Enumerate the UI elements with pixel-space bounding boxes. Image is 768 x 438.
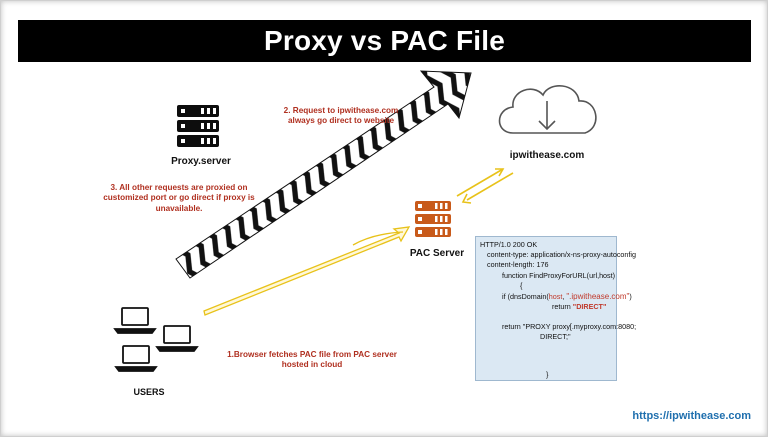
code-if-host: host bbox=[548, 292, 563, 302]
proxy-server-icon bbox=[177, 105, 219, 147]
pac-cloud-arrows bbox=[456, 168, 514, 204]
cloud-icon bbox=[498, 85, 597, 134]
users-icon bbox=[113, 307, 199, 372]
page-title: Proxy vs PAC File bbox=[264, 25, 505, 56]
code-open-brace: { bbox=[520, 280, 523, 290]
pac-file-response: HTTP/1.0 200 OK content-type: applicatio… bbox=[475, 236, 637, 381]
code-if-domain: ".ipwithease.com" bbox=[566, 292, 630, 302]
code-return-direct-line: return "DIRECT" bbox=[480, 302, 612, 312]
code-return-prefix: return bbox=[552, 302, 573, 312]
fetch-pac-arrow bbox=[203, 226, 411, 316]
code-proxy-line-1: return "PROXY proxy[.myproxy.com:8080; bbox=[502, 321, 637, 331]
code-function-decl: function FindProxyForURL(url,host) bbox=[502, 270, 616, 280]
direct-route-arrow bbox=[175, 70, 472, 279]
code-proxy-line-2: DIRECT;" bbox=[540, 331, 571, 341]
code-content-length: content-length: 176 bbox=[487, 260, 549, 270]
website-credit[interactable]: https://ipwithease.com bbox=[632, 410, 751, 422]
code-if-sep: , bbox=[562, 292, 567, 302]
pac-server-icon bbox=[415, 201, 451, 237]
label-cloud: ipwithease.com bbox=[509, 150, 585, 161]
title-banner: Proxy vs PAC File bbox=[18, 20, 751, 62]
code-return-direct: "DIRECT" bbox=[572, 302, 607, 312]
code-if-line: if (dnsDomain(host, ".ipwithease.com") bbox=[480, 291, 632, 302]
code-if-suffix: ) bbox=[629, 292, 632, 302]
code-if-prefix: if (dnsDomain( bbox=[502, 292, 549, 302]
label-fetch-pac: 1.Browser fetches PAC file from PAC serv… bbox=[227, 350, 397, 370]
code-status: HTTP/1.0 200 OK bbox=[480, 240, 538, 249]
label-proxy-server: Proxy.server bbox=[171, 156, 231, 167]
label-proxied-requests: 3. All other requests are proxied on cus… bbox=[103, 183, 255, 213]
label-request-direct: 2. Request to ipwithease.com always go d… bbox=[283, 106, 399, 126]
code-close-brace: } bbox=[546, 370, 549, 380]
label-pac-server: PAC Server bbox=[409, 248, 465, 259]
code-content-type: content-type: application/x-ns-proxy-aut… bbox=[487, 250, 637, 260]
label-users: USERS bbox=[133, 387, 165, 397]
